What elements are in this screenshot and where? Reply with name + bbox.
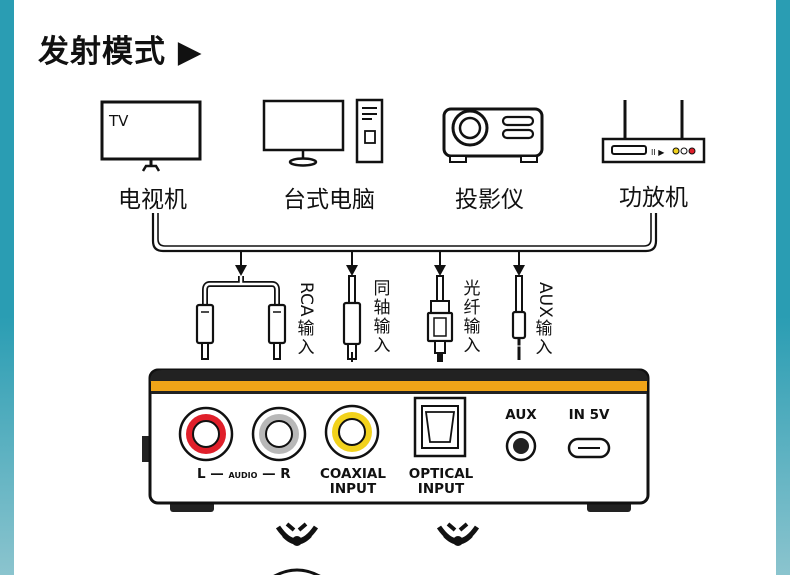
aux-port-label: AUX: [505, 407, 537, 423]
coaxial-port-label: COAXIAL INPUT: [320, 466, 386, 497]
power-port-label: IN 5V: [568, 407, 610, 423]
desktop-label: 台式电脑: [283, 187, 375, 213]
optical-cable-icon: [426, 275, 454, 362]
wireless-signal-icon: [436, 522, 480, 546]
receiver-partial: [273, 568, 321, 575]
amplifier-icon: II ▶: [601, 100, 706, 164]
coaxial-cable-icon: [342, 275, 362, 362]
wireless-signal-icon: [275, 522, 319, 546]
optical-port-label: OPTICAL INPUT: [408, 466, 474, 497]
rca-label: 输 入: [297, 319, 315, 358]
projector-label: 投影仪: [455, 187, 524, 213]
aux-port: [505, 430, 537, 462]
arrow-rca: [235, 251, 247, 276]
audio-lr-label: L — AUDIO — R: [197, 466, 291, 482]
rca-cable-icon: [195, 276, 287, 360]
svg-text:II ▶: II ▶: [651, 148, 665, 157]
coaxial-input-label: 同 轴 输 入: [373, 279, 391, 356]
usb-c-port: [567, 437, 611, 459]
aux-prefix: AUX: [535, 282, 555, 318]
connection-bracket: [151, 213, 658, 253]
rca-left-port: [178, 406, 234, 462]
rca-prefix: RCA: [296, 282, 316, 317]
desktop-icon: [262, 98, 384, 167]
optical-port: [413, 396, 467, 458]
arrow-aux: [513, 251, 525, 276]
coaxial-port: [324, 404, 380, 460]
tv-screen-text: TV: [108, 112, 129, 130]
tv-label: 电视机: [118, 187, 187, 213]
arrow-coaxial: [346, 251, 358, 276]
transmitter-box: [142, 368, 650, 512]
tv-icon: TV: [100, 100, 202, 172]
arrow-optical: [434, 251, 446, 276]
optical-input-label: 光 纤 输 入: [463, 279, 481, 356]
rca-right-port: [251, 406, 307, 462]
aux-input-label: 输 入: [535, 319, 553, 358]
projector-icon: [442, 107, 544, 163]
amplifier-label: 功放机: [619, 185, 688, 211]
page-title: 发射模式 ▶: [38, 34, 203, 70]
aux-cable-icon: [511, 275, 527, 360]
right-band: [776, 0, 790, 575]
left-band: [0, 0, 14, 575]
